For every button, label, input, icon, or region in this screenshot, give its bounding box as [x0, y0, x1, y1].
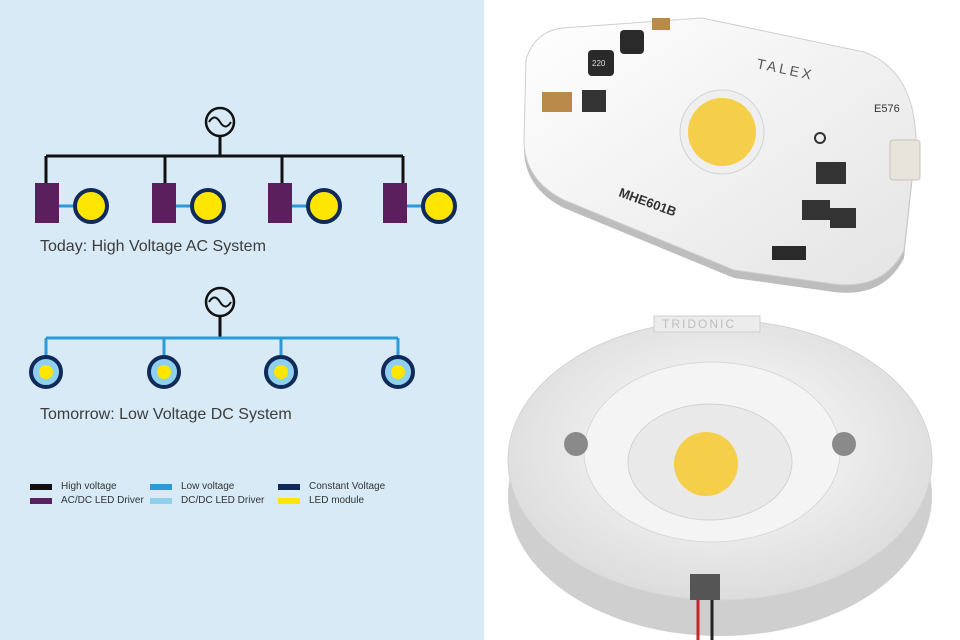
connector-component	[889, 139, 921, 181]
legend-label: Low voltage	[181, 481, 235, 492]
ic-component	[802, 200, 830, 220]
legend-label: AC/DC LED Driver	[61, 495, 144, 506]
diagram-panel: Today: High Voltage AC System Tomorrow: …	[0, 0, 484, 640]
mounting-hole	[564, 432, 588, 456]
legend-item-dc-dc-driver: DC/DC LED Driver	[150, 495, 264, 506]
dc-system	[29, 286, 415, 389]
legend-item-led-module: LED module	[278, 495, 364, 506]
ac-dc-driver	[35, 183, 59, 223]
dc-led-core	[157, 365, 171, 379]
inductor-component	[588, 50, 614, 76]
ac-system-caption: Today: High Voltage AC System	[40, 238, 266, 255]
ac-sine-icon	[208, 116, 232, 128]
capacitor-component	[652, 18, 670, 30]
tridonic-round-module-photo: TRIDONIC	[507, 315, 933, 640]
legend-label: DC/DC LED Driver	[181, 495, 265, 506]
module-brand-text: TRIDONIC	[662, 317, 736, 331]
legend-swatch	[150, 497, 172, 504]
legend-label: High voltage	[61, 481, 117, 492]
led-emitter	[674, 432, 738, 496]
component-mark: 220	[592, 59, 606, 68]
led-module	[73, 188, 109, 224]
led-module	[421, 188, 457, 224]
legend-item-constant-voltage: Constant Voltage	[278, 481, 385, 492]
dc-system-caption: Tomorrow: Low Voltage DC System	[40, 406, 292, 423]
led-module	[306, 188, 342, 224]
ac-dc-driver	[268, 183, 292, 223]
board-code-text: E576	[874, 103, 900, 115]
led-emitter	[688, 98, 756, 166]
ic-component	[816, 162, 846, 184]
ic-component	[582, 90, 606, 112]
system-diagram	[29, 106, 457, 389]
talex-led-board-photo: 220 TALEX MHE601B E576	[523, 17, 921, 293]
legend-swatch	[278, 497, 300, 504]
dc-led-core	[274, 365, 288, 379]
dc-sine-icon	[208, 296, 232, 308]
module-connector	[690, 574, 720, 600]
legend-swatch	[278, 483, 300, 490]
product-photos: 220 TALEX MHE601B E576	[507, 17, 933, 640]
legend-label: LED module	[309, 495, 365, 506]
product-photos-panel: 220 TALEX MHE601B E576	[484, 0, 960, 640]
inductor-component	[620, 30, 644, 54]
dc-led-core	[391, 365, 405, 379]
legend-item-low-voltage: Low voltage	[150, 481, 234, 492]
legend-item-high-voltage: High voltage	[30, 481, 117, 492]
mounting-mark	[814, 132, 826, 144]
brand-plate	[653, 315, 761, 333]
ac-system	[35, 106, 457, 224]
ac-dc-driver	[152, 183, 176, 223]
capacitor-component	[542, 92, 572, 112]
legend-swatch	[30, 483, 52, 490]
legend-swatch	[150, 483, 172, 490]
dc-led-core	[39, 365, 53, 379]
diode-component	[772, 246, 806, 260]
mounting-hole	[832, 432, 856, 456]
ac-dc-driver	[383, 183, 407, 223]
legend-swatch	[30, 497, 52, 504]
legend-label: Constant Voltage	[309, 481, 386, 492]
ic-component	[830, 208, 856, 228]
legend-item-ac-dc-driver: AC/DC LED Driver	[30, 495, 144, 506]
led-module	[190, 188, 226, 224]
